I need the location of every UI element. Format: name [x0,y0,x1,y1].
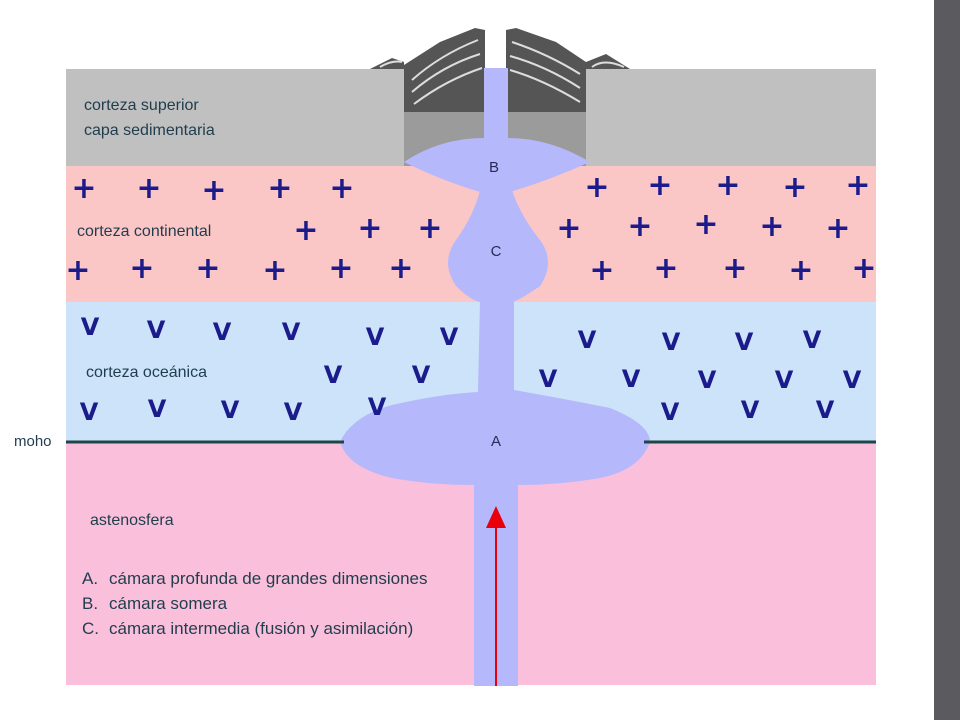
v-symbol: V [366,323,385,351]
v-symbol: V [213,318,232,346]
v-symbol: V [221,396,240,424]
magma-conduit [340,68,650,686]
chamber-b [404,138,590,192]
plus-symbol: + [722,251,747,286]
plus-symbol: + [715,168,740,203]
plus-symbol: + [647,168,672,203]
plus-symbol: + [329,171,354,206]
v-symbol: V [412,361,431,389]
plus-symbol: + [262,253,287,288]
v-symbol: V [539,365,558,393]
legend-text-b: cámara somera [109,594,228,613]
plus-symbol: + [693,207,718,242]
legend: A. cámara profunda de grandes dimensione… [82,569,427,638]
plus-symbol: + [825,211,850,246]
legend-text-c: cámara intermedia (fusión y asimilación) [109,619,413,638]
conduit-mid [340,300,650,686]
v-symbol: V [661,398,680,426]
plus-symbol: + [759,209,784,244]
asthenosphere-label: astenosfera [90,512,174,529]
v-symbol: V [324,361,343,389]
plus-symbol: + [589,253,614,288]
plus-symbol: + [653,251,678,286]
plus-symbol: + [627,209,652,244]
v-symbol: V [741,396,760,424]
v-symbol: V [440,323,459,351]
chamber-b-label: B [489,159,499,176]
legend-text-a: cámara profunda de grandes dimensiones [109,569,427,588]
continental-crust-label: corteza continental [77,223,211,240]
plus-symbol: + [388,251,413,286]
v-symbol: V [284,398,303,426]
v-symbol: V [735,328,754,356]
upper-crust-label-2: capa sedimentaria [84,122,215,139]
plus-symbol: + [417,211,442,246]
plus-symbol: + [328,251,353,286]
v-symbol: V [368,393,387,421]
legend-key-b: B. [82,594,98,613]
plus-symbol: + [845,168,870,203]
plus-symbol: + [195,251,220,286]
plus-symbol: + [584,170,609,205]
continental-crust-symbols: + + + + + + + + + + + + + + + + + + + + … [65,168,876,288]
v-symbol: V [775,366,794,394]
plus-symbol: + [136,171,161,206]
v-symbol: V [843,366,862,394]
v-symbol: V [148,395,167,423]
v-symbol: V [578,326,597,354]
plus-symbol: + [71,171,96,206]
plus-symbol: + [129,251,154,286]
oceanic-crust-symbols: V V V V V V V V V V V V V V V V V V V V … [80,313,862,426]
chamber-c [448,190,548,302]
plus-symbol: + [293,213,318,248]
side-bar [934,0,960,720]
v-symbol: V [803,326,822,354]
plus-symbol: + [851,251,876,286]
plus-symbol: + [65,253,90,288]
plus-symbol: + [788,253,813,288]
plus-symbol: + [357,211,382,246]
v-symbol: V [622,365,641,393]
v-symbol: V [662,328,681,356]
plus-symbol: + [556,211,581,246]
oceanic-crust-label: corteza oceánica [86,364,207,381]
plus-symbol: + [201,173,226,208]
plus-symbol: + [782,170,807,205]
v-symbol: V [816,396,835,424]
v-symbol: V [147,316,166,344]
v-symbol: V [698,366,717,394]
v-symbol: V [81,313,100,341]
magma-ascent-arrow [486,506,506,686]
legend-key-c: C. [82,619,99,638]
v-symbol: V [80,398,99,426]
moho-label: moho [14,433,52,450]
legend-key-a: A. [82,569,98,588]
plus-symbol: + [267,171,292,206]
upper-crust-label-1: corteza superior [84,97,199,114]
chamber-c-label: C [491,243,502,260]
chamber-a-label: A [491,433,501,450]
magma-chamber-diagram: B C A corteza superior capa sedimentaria… [14,28,877,686]
v-symbol: V [282,318,301,346]
